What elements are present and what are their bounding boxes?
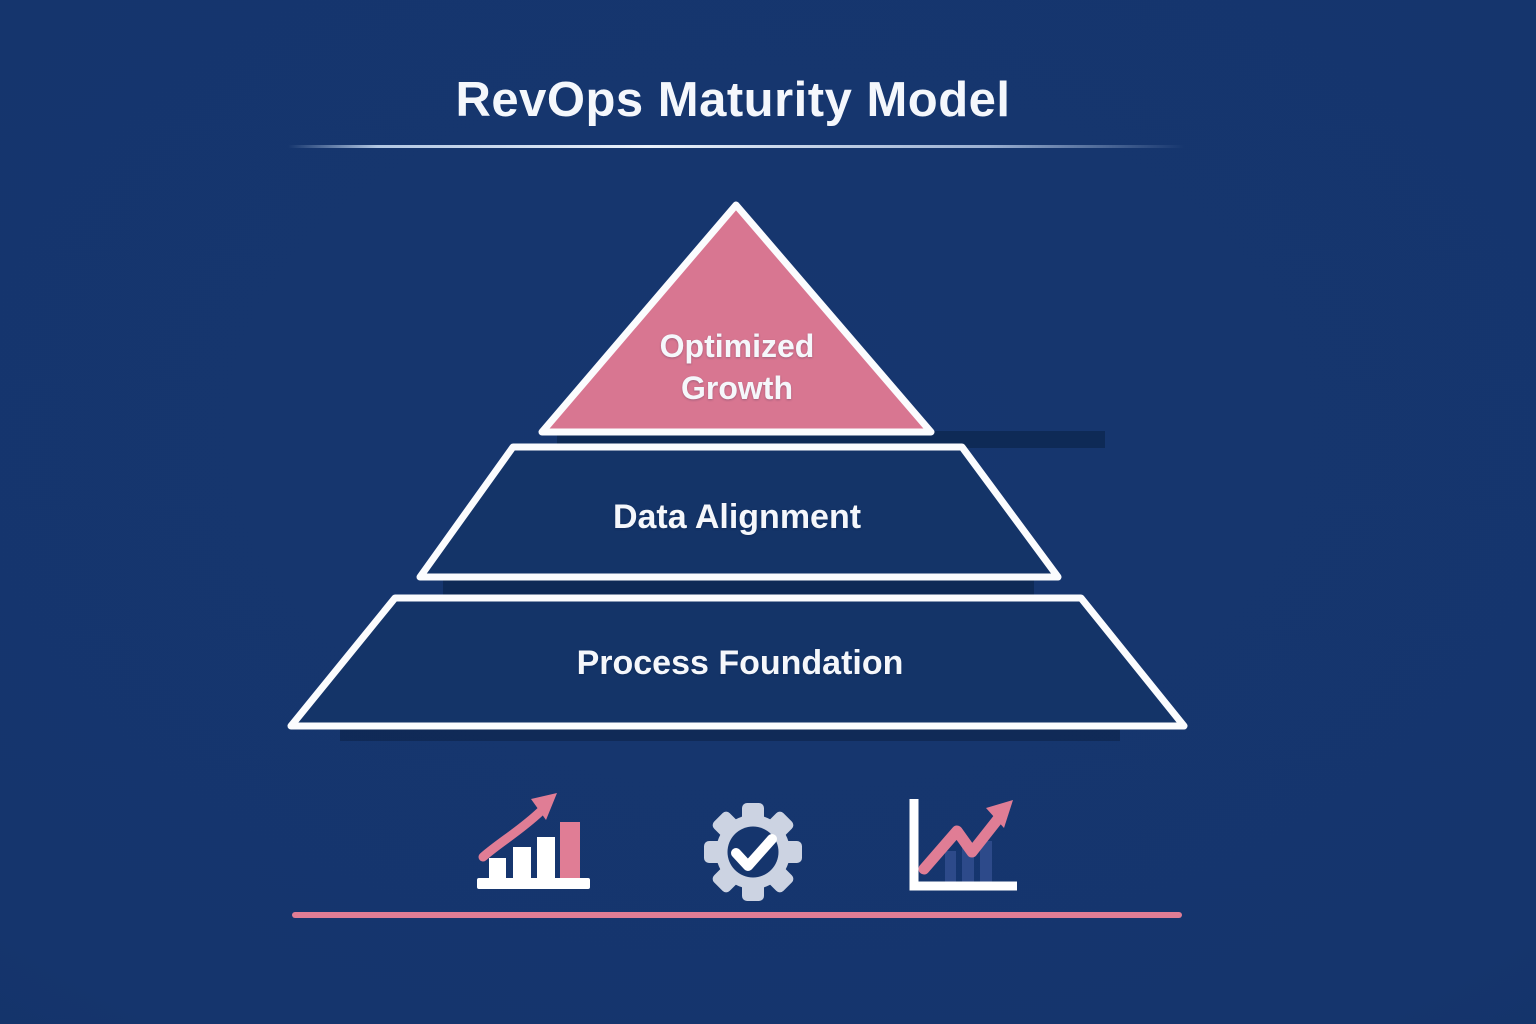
growth-arrow-curve bbox=[478, 806, 546, 862]
growth-bars-icon bbox=[477, 793, 590, 889]
chart-bar-3 bbox=[980, 841, 992, 882]
bar-4-pink bbox=[560, 822, 580, 878]
bottom-accent-line bbox=[292, 912, 1182, 918]
check-icon bbox=[731, 834, 777, 871]
tier-label-data-alignment: Data Alignment bbox=[612, 498, 862, 536]
chart-bar-1 bbox=[945, 851, 956, 882]
pyramid-tier-top-shape bbox=[538, 201, 935, 436]
bars-baseline bbox=[477, 878, 590, 889]
tier-label-optimized-growth: Optimized Growth bbox=[659, 328, 815, 407]
gear-check-icon bbox=[704, 803, 802, 901]
trend-line bbox=[918, 813, 1004, 875]
bar-1 bbox=[489, 858, 506, 878]
bar-2 bbox=[513, 847, 531, 878]
line-chart-arrow-icon bbox=[909, 799, 1017, 891]
growth-arrow-head bbox=[531, 793, 557, 820]
pyramid bbox=[287, 201, 1188, 741]
pyramid-tier-middle-shape bbox=[416, 443, 1062, 581]
pyramid-tier-bottom-shape bbox=[287, 594, 1188, 730]
page-title: RevOps Maturity Model bbox=[455, 73, 1011, 127]
title-divider bbox=[288, 145, 1185, 148]
bar-3 bbox=[537, 837, 555, 878]
tier-label-process-foundation: Process Foundation bbox=[576, 644, 904, 682]
trend-arrow-head bbox=[986, 800, 1013, 828]
chart-axes bbox=[909, 799, 1017, 891]
tier-bottom-shadow bbox=[340, 726, 1120, 741]
